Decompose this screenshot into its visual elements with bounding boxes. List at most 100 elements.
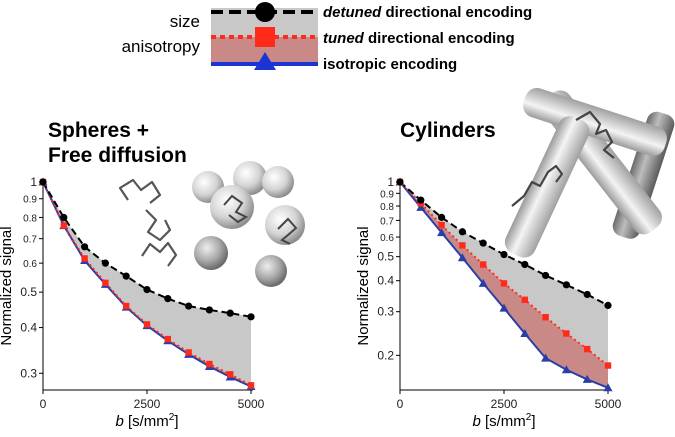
isotropic-point <box>416 202 426 211</box>
tuned-point <box>542 314 549 321</box>
x-tick-label: 0 <box>397 397 404 411</box>
isotropic-point <box>520 329 530 338</box>
sphere-icon <box>192 161 305 287</box>
detuned-point <box>562 281 571 289</box>
x-axis-title-unit: [s/mm <box>124 413 169 430</box>
detuned-point <box>60 213 68 222</box>
size-band-area <box>400 182 608 366</box>
detuned-point <box>458 228 466 236</box>
detuned-point <box>205 306 213 314</box>
tuned-point <box>143 321 151 328</box>
y-tick-label: 0.4 <box>20 321 37 335</box>
cylinder-icon <box>504 87 675 258</box>
x-tick-label: 2500 <box>134 397 161 411</box>
detuned-point <box>164 294 172 303</box>
detuned-point <box>542 271 550 280</box>
tuned-point <box>584 345 591 353</box>
isotropic-point <box>582 374 592 383</box>
tuned-point <box>185 349 192 356</box>
y-tick-label: 1 <box>387 175 394 189</box>
x-axis-title-unit: [s/mm <box>481 413 526 430</box>
detuned-point <box>122 272 130 280</box>
y-tick-label: 0.7 <box>380 216 394 227</box>
legend-detuned-marker <box>255 2 275 22</box>
x-axis-title-b: b <box>115 413 123 430</box>
x-tick-label: 0 <box>40 397 47 411</box>
y-tick-label: 0.2 <box>377 348 394 362</box>
tuned-point <box>206 360 213 368</box>
y-tick-label: 0.6 <box>380 233 394 244</box>
x-axis-title: b [s/mm2] <box>472 412 535 430</box>
tuned-point <box>438 221 445 229</box>
detuned-point <box>500 250 508 259</box>
isotropic-point <box>541 353 551 362</box>
isotropic-point <box>457 253 467 262</box>
legend-size-label: size <box>170 12 200 31</box>
tuned-point <box>247 382 255 389</box>
detuned-point <box>81 243 89 251</box>
detuned-point <box>143 285 151 294</box>
x-tick-label: 5000 <box>238 397 265 411</box>
detuned-point <box>101 259 109 267</box>
detuned-point <box>247 313 255 321</box>
tuned-point <box>123 302 130 310</box>
y-tick-label: 1 <box>30 175 37 189</box>
detuned-point <box>417 196 425 204</box>
tuned-point <box>500 280 508 287</box>
y-tick-label: 0.3 <box>20 366 37 380</box>
legend-isotropic-marker <box>254 52 276 70</box>
detuned-series-line <box>42 181 252 318</box>
legend: size anisotropy detuned directional enco… <box>122 2 532 73</box>
y-tick-label: 0.5 <box>377 250 394 264</box>
tuned-point <box>81 255 88 262</box>
y-tick-label: 0.8 <box>380 202 394 213</box>
y-tick-label: 0.8 <box>23 213 37 224</box>
tuned-point <box>459 242 466 249</box>
y-tick-label: 0.6 <box>23 259 37 270</box>
y-axis-title: Normalized signal <box>0 226 15 345</box>
detuned-point <box>604 301 612 310</box>
y-tick-label: 0.9 <box>380 189 394 200</box>
x-axis-title-b: b <box>472 413 480 430</box>
isotropic-point <box>499 303 509 312</box>
detuned-point <box>479 239 487 247</box>
y-tick-label: 0.3 <box>377 305 394 319</box>
detuned-point <box>396 178 404 186</box>
x-tick-label: 2500 <box>491 397 518 411</box>
y-tick-label: 0.5 <box>20 285 37 299</box>
right-panel-title: Cylinders <box>400 119 496 142</box>
legend-entry-isotropic: isotropic encoding <box>323 56 457 73</box>
y-tick-label: 0.9 <box>23 195 37 206</box>
detuned-point <box>438 213 446 221</box>
x-axis-title: b [s/mm2] <box>115 412 178 430</box>
left-panel-title: Spheres +Free diffusion <box>48 119 187 167</box>
tuned-point <box>563 330 570 337</box>
legend-entry-detuned: detuned directional encoding <box>323 4 532 21</box>
detuned-point <box>185 302 193 310</box>
tuned-point <box>102 279 109 287</box>
tuned-point <box>480 261 487 268</box>
x-axis-title-close: ] <box>174 413 178 430</box>
isotropic-point <box>561 365 571 374</box>
tuned-point <box>164 335 171 343</box>
free-diffusion-path-icon <box>118 178 178 267</box>
isotropic-point <box>437 228 447 237</box>
x-axis-title-close: ] <box>531 413 535 430</box>
detuned-point <box>521 260 529 269</box>
y-axis-title: Normalized signal <box>355 226 372 345</box>
restricted-path-icon <box>511 110 615 207</box>
legend-anisotropy-label: anisotropy <box>122 37 201 56</box>
legend-entry-tuned: tuned directional encoding <box>323 30 515 47</box>
x-tick-label: 5000 <box>595 397 622 411</box>
isotropic-point <box>478 278 488 287</box>
size-band-area <box>43 182 251 386</box>
tuned-point <box>60 222 67 229</box>
tuned-point <box>604 362 612 369</box>
x-axis-title-sup: 2 <box>169 412 175 423</box>
legend-tuned-marker <box>255 27 275 47</box>
detuned-point <box>226 309 234 317</box>
tuned-point <box>521 296 528 303</box>
detuned-point <box>583 290 591 299</box>
